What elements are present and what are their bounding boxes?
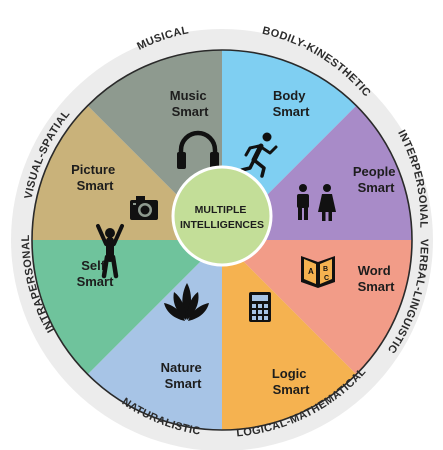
segment-people xyxy=(222,240,412,375)
book-icon: A B C xyxy=(301,256,335,288)
segments-group xyxy=(32,50,412,430)
segment-label-word: Word Smart xyxy=(358,263,396,294)
svg-text:C: C xyxy=(324,275,329,282)
svg-text:A: A xyxy=(308,267,314,276)
headphones-icon xyxy=(177,130,219,169)
segment-label-people: People Smart xyxy=(353,164,399,195)
center-hub xyxy=(171,165,273,267)
segment-label-nature: Nature Smart xyxy=(161,360,206,391)
segment-nature xyxy=(32,240,222,375)
person-arms-up-icon xyxy=(96,224,124,279)
segment-label-body: Body Smart xyxy=(273,88,311,119)
segment-label-music: Music Smart xyxy=(170,88,210,119)
running-person-icon xyxy=(240,132,278,178)
ring-boundary-line xyxy=(31,49,413,431)
svg-text:B: B xyxy=(323,266,328,273)
plant-icon xyxy=(164,283,209,321)
calculator-icon xyxy=(249,292,271,322)
center-title: MULTIPLE INTELLIGENCES xyxy=(180,204,264,231)
segment-label-picture: Picture Smart xyxy=(71,162,119,193)
segment-word xyxy=(222,240,357,430)
camera-icon xyxy=(130,196,158,220)
segment-label-self: Self Smart xyxy=(77,258,115,289)
segment-label-logic: Logic Smart xyxy=(272,366,310,397)
people-icon xyxy=(297,184,336,221)
